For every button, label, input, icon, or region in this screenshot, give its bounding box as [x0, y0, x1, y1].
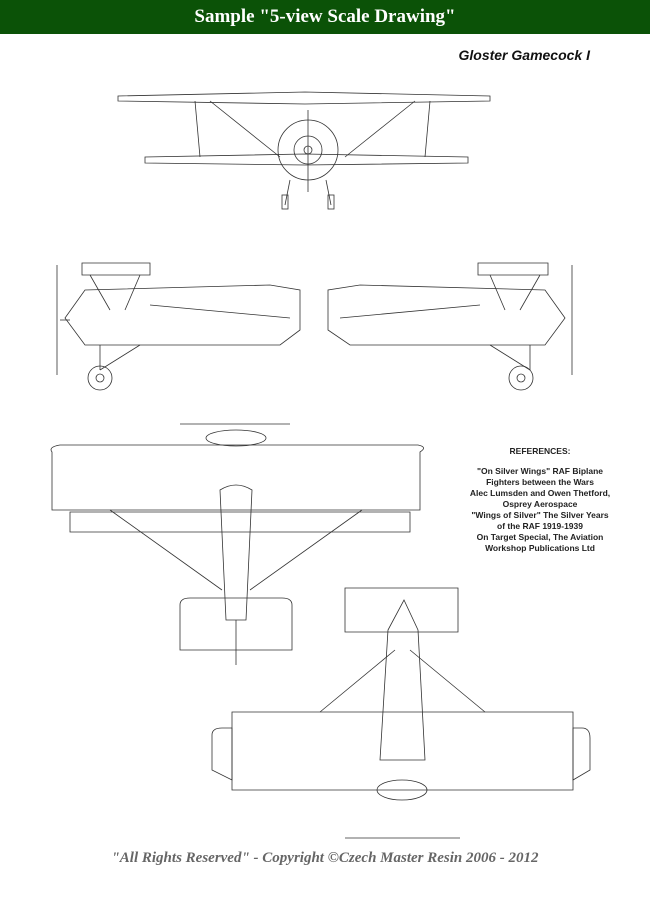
page-title: Sample "5-view Scale Drawing": [194, 6, 456, 27]
top-view: [50, 423, 424, 665]
reference-line: On Target Special, The Aviation: [476, 532, 604, 542]
copyright-footer: "All Rights Reserved" - Copyright ©Czech…: [111, 850, 539, 866]
aircraft-name: Gloster Gamecock I: [458, 47, 590, 63]
bottom-view: [211, 587, 591, 839]
reference-line: of the RAF 1919-1939: [497, 521, 583, 531]
references-block: REFERENCES: "On Silver Wings" RAF Biplan…: [440, 446, 640, 554]
side-view-left: [56, 262, 301, 391]
reference-line: Alec Lumsden and Owen Thetford,: [469, 488, 611, 498]
reference-line: "Wings of Silver" The Silver Years: [471, 510, 609, 520]
front-view: [117, 91, 491, 210]
references-title: REFERENCES:: [509, 446, 571, 456]
reference-line: Workshop Publications Ltd: [485, 543, 595, 553]
page-header: Sample "5-view Scale Drawing": [0, 0, 650, 34]
reference-line: "On Silver Wings" RAF Biplane: [476, 466, 604, 476]
side-view-right: [327, 262, 573, 391]
reference-line: Fighters between the Wars: [486, 477, 594, 487]
reference-line: Osprey Aerospace: [502, 499, 578, 509]
